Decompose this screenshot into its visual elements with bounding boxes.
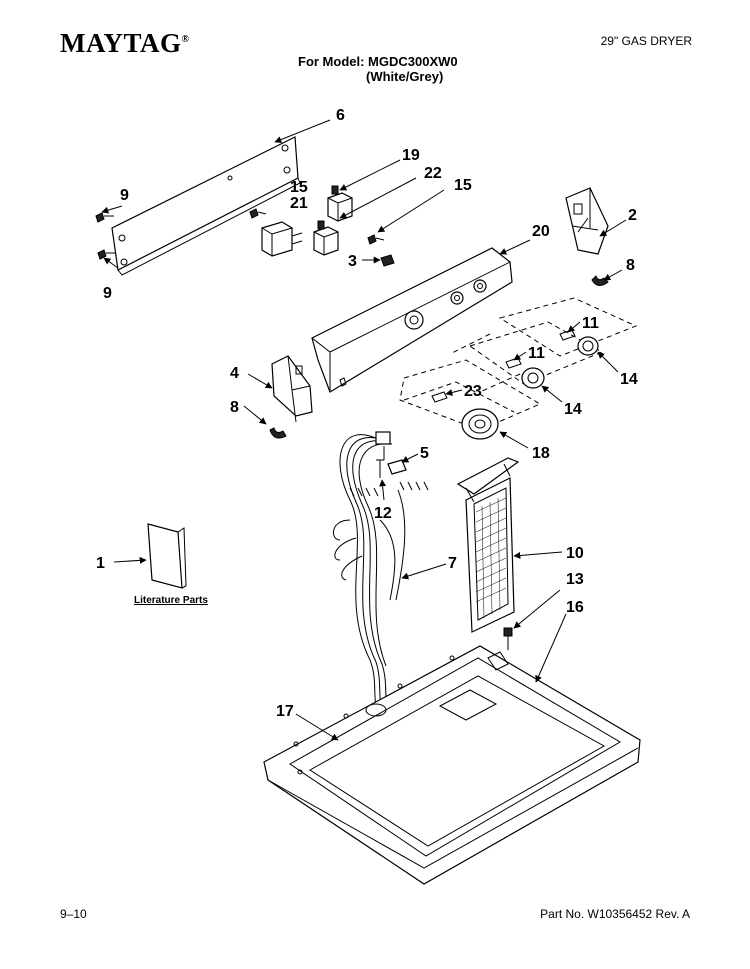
knob-group-left-inner bbox=[403, 381, 515, 413]
part-10-lint-screen bbox=[456, 457, 520, 633]
part-7-wire-harness bbox=[332, 431, 429, 713]
callout-9-top: 9 bbox=[120, 187, 129, 204]
brand-logo: MAYTAG® bbox=[60, 28, 190, 59]
callout-8-right: 8 bbox=[626, 257, 635, 274]
part-14-knob-middle bbox=[521, 367, 545, 389]
callout-17: 17 bbox=[276, 703, 294, 720]
callout-19: 19 bbox=[402, 147, 420, 164]
part-11-shaft-middle bbox=[505, 357, 522, 369]
part-12-screw bbox=[376, 459, 384, 478]
knob-group-left-outline bbox=[399, 359, 542, 431]
callout-22: 22 bbox=[424, 165, 442, 182]
knob-group-middle-outline bbox=[468, 321, 604, 385]
leader-lines bbox=[101, 119, 627, 741]
part-20-console bbox=[311, 247, 513, 393]
callout-16: 16 bbox=[566, 599, 584, 616]
callout-20: 20 bbox=[532, 223, 550, 240]
part-15-screw-right bbox=[367, 234, 385, 245]
callout-4: 4 bbox=[230, 365, 239, 382]
callout-14-middle: 14 bbox=[564, 401, 582, 418]
page-number: 9–10 bbox=[60, 907, 87, 921]
part-8-clip-left bbox=[269, 427, 287, 439]
part-23-shaft bbox=[431, 391, 448, 403]
callout-11-right: 11 bbox=[582, 315, 599, 332]
part-19-switch bbox=[327, 185, 353, 222]
part-6-panel-rear bbox=[111, 136, 301, 276]
callout-23: 23 bbox=[464, 383, 482, 400]
callout-21: 21 bbox=[290, 195, 308, 212]
part-9-screw-top bbox=[95, 212, 114, 223]
callout-15-right: 15 bbox=[454, 177, 472, 194]
callout-18: 18 bbox=[532, 445, 550, 462]
part-3-clip bbox=[380, 254, 395, 267]
part-14-knob-right bbox=[577, 336, 599, 356]
callout-1: 1 bbox=[96, 555, 105, 572]
callout-3: 3 bbox=[348, 253, 357, 270]
part-18-timer-knob bbox=[461, 408, 499, 440]
callout-5: 5 bbox=[420, 445, 429, 462]
callout-2: 2 bbox=[628, 207, 637, 224]
part-1-literature bbox=[147, 523, 187, 589]
callout-11-middle: 11 bbox=[528, 345, 545, 362]
brand-text: MAYTAG bbox=[60, 28, 182, 58]
part-8-clip-right bbox=[591, 275, 609, 286]
part-number: Part No. W10356452 Rev. A bbox=[540, 907, 690, 921]
part-9-screw-bottom bbox=[97, 249, 116, 260]
literature-parts-label: Literature Parts bbox=[134, 595, 208, 606]
callout-14-right: 14 bbox=[620, 371, 638, 388]
part-22-switch bbox=[313, 220, 339, 256]
callout-10: 10 bbox=[566, 545, 584, 562]
callout-15-left: 15 bbox=[290, 179, 308, 196]
model-color: (White/Grey) bbox=[366, 69, 444, 84]
callout-9-bottom: 9 bbox=[103, 285, 112, 302]
part-4-end-cap-left bbox=[271, 355, 313, 423]
knob-group-right-outline bbox=[498, 297, 638, 357]
model-info: For Model: MGDC300XW0 (White/Grey) bbox=[298, 54, 458, 84]
part-17-top-cover bbox=[263, 645, 641, 885]
part-5-bracket bbox=[387, 459, 407, 475]
part-21-switch bbox=[261, 221, 303, 257]
callout-12: 12 bbox=[374, 505, 392, 522]
brand-mark: ® bbox=[181, 34, 190, 45]
product-type: 29" GAS DRYER bbox=[600, 34, 692, 48]
part-2-end-cap-right bbox=[565, 187, 609, 255]
callout-6: 6 bbox=[336, 107, 345, 124]
part-11-shaft-right bbox=[559, 329, 576, 341]
part-15-screw-left bbox=[249, 208, 267, 219]
callout-13: 13 bbox=[566, 571, 584, 588]
knob-leader-lines bbox=[449, 333, 521, 393]
part-13-screw bbox=[503, 627, 513, 650]
callout-8-left: 8 bbox=[230, 399, 239, 416]
callout-7: 7 bbox=[448, 555, 457, 572]
model-number: For Model: MGDC300XW0 bbox=[298, 54, 458, 69]
